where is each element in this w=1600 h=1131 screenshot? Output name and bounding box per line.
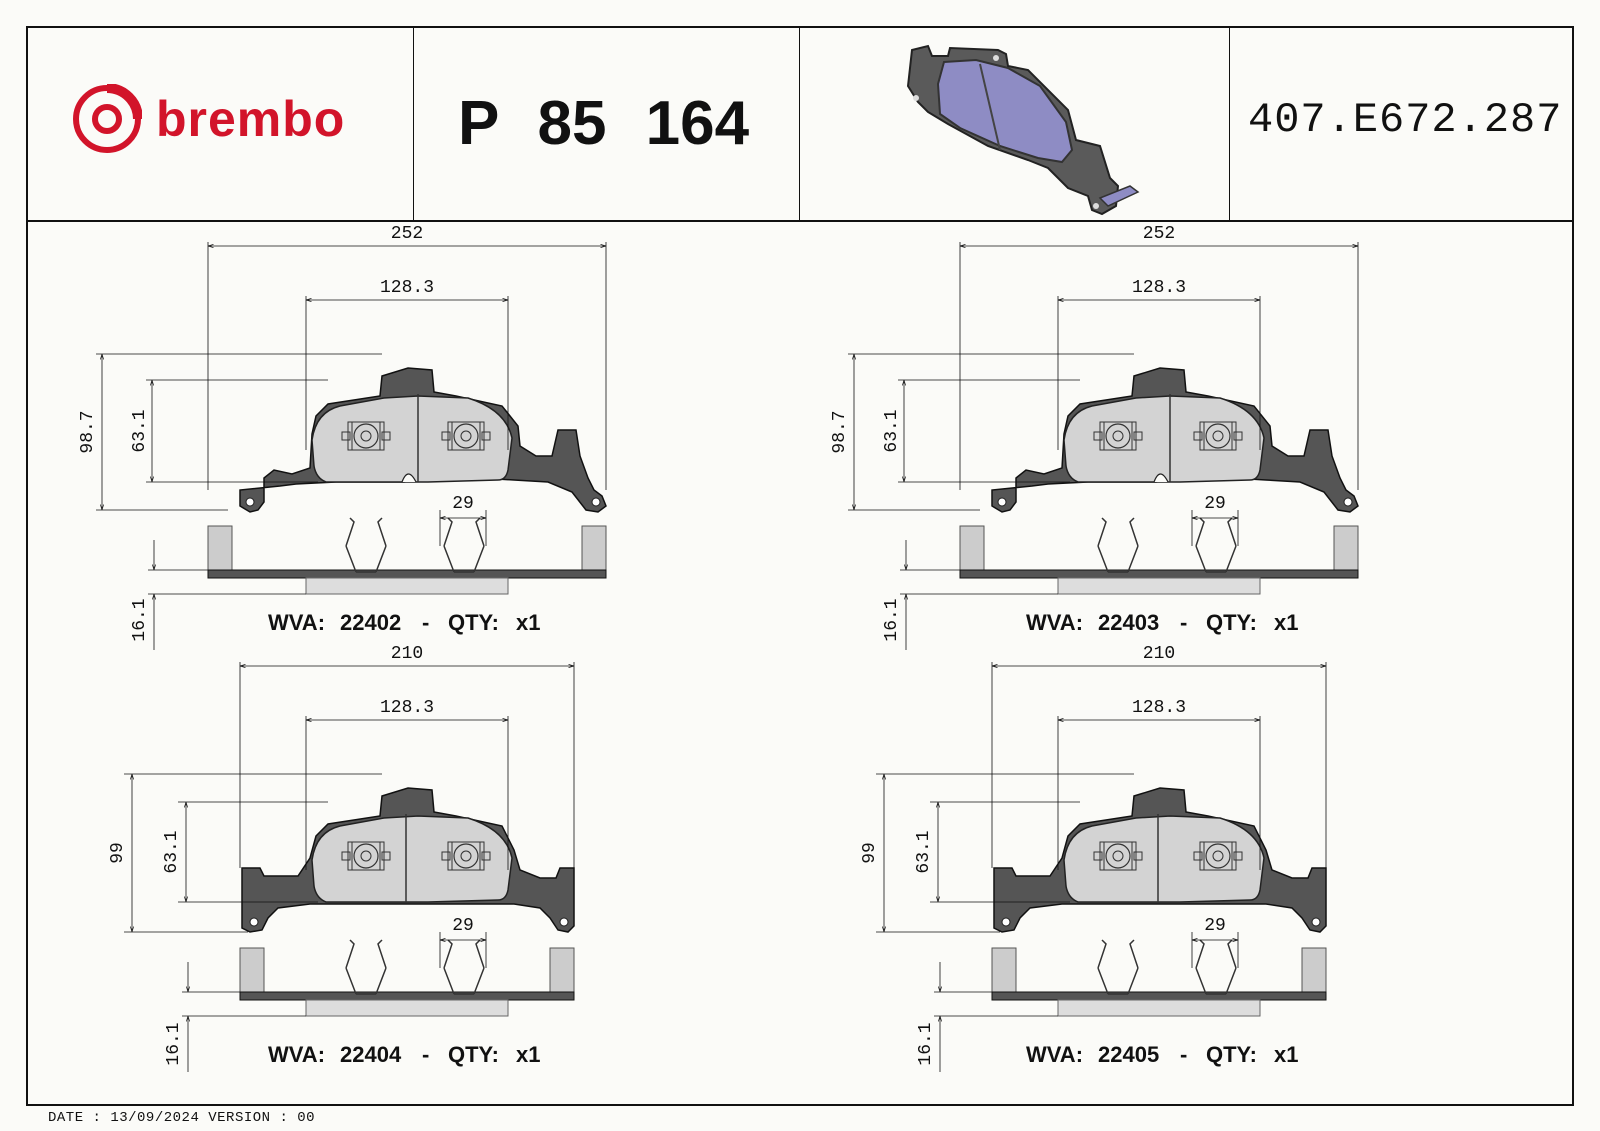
qty-value-1: x1 xyxy=(516,610,540,635)
brand-name: brembo xyxy=(156,91,346,147)
qty-label-3: QTY: xyxy=(448,1042,499,1067)
qty-value-3: x1 xyxy=(516,1042,540,1067)
render-cell xyxy=(800,28,1230,220)
pad-drawing-1: 252 128.3 98.7 63.1 29 xyxy=(78,224,607,650)
dim-padheight-4: 63.1 xyxy=(914,830,934,873)
wva-line-3: WVA: 22404 - QTY: x1 xyxy=(268,1042,540,1067)
pad-drawing-3: 210 128.3 99 63.1 29 xyxy=(108,644,575,1072)
part-number-cell: P 85 164 xyxy=(414,28,800,220)
wva-number-3: 22404 xyxy=(340,1042,402,1067)
title-block: brembo P 85 164 407.E672.287 xyxy=(28,28,1572,222)
dim-thickness-3: 16.1 xyxy=(164,1022,184,1065)
wva-number-4: 22405 xyxy=(1098,1042,1159,1067)
dim-height-2: 98.7 xyxy=(830,410,850,453)
wva-label-3: WVA: xyxy=(268,1042,325,1067)
brand-logo: brembo xyxy=(72,84,345,154)
date-label: DATE : xyxy=(48,1110,102,1126)
drawing-frame: brembo P 85 164 407.E672.287 xyxy=(26,26,1574,1106)
dim-clip-3: 29 xyxy=(452,916,474,936)
wva-number-2: 22403 xyxy=(1098,610,1159,635)
dim-center-2: 128.3 xyxy=(1132,278,1186,298)
dim-width-2: 252 xyxy=(1143,224,1175,244)
reference-cell: 407.E672.287 xyxy=(1230,28,1572,220)
qty-label-1: QTY: xyxy=(448,610,499,635)
dim-thickness-1: 16.1 xyxy=(130,598,150,641)
date-value: 13/09/2024 xyxy=(110,1110,200,1126)
version-value: 00 xyxy=(297,1110,316,1126)
qty-value-4: x1 xyxy=(1274,1042,1298,1067)
dim-clip-4: 29 xyxy=(1204,916,1226,936)
qty-label-4: QTY: xyxy=(1206,1042,1257,1067)
qty-value-2: x1 xyxy=(1274,610,1298,635)
dim-width-4: 210 xyxy=(1143,644,1175,664)
dim-padheight-3: 63.1 xyxy=(162,830,182,873)
dim-center-4: 128.3 xyxy=(1132,698,1186,718)
wva-label-2: WVA: xyxy=(1026,610,1083,635)
dim-center-1: 128.3 xyxy=(380,278,434,298)
pad-drawing-2: 252 128.3 98.7 63.1 29 xyxy=(830,224,1359,650)
dim-height-1: 98.7 xyxy=(78,410,98,453)
wva-line-2: WVA: 22403 - QTY: x1 xyxy=(1026,610,1298,635)
footer-date-line: DATE : 13/09/2024 VERSION : 00 xyxy=(48,1110,315,1126)
wva-label-1: WVA: xyxy=(268,610,325,635)
dim-padheight-1: 63.1 xyxy=(130,409,150,452)
dim-clip-2: 29 xyxy=(1204,494,1226,514)
brake-pad-render xyxy=(906,44,1140,216)
dim-width-1: 252 xyxy=(391,224,423,244)
qty-label-2: QTY: xyxy=(1206,610,1257,635)
wva-line-4: WVA: 22405 - QTY: x1 xyxy=(1026,1042,1298,1067)
version-label: VERSION : xyxy=(208,1110,289,1126)
brembo-disc-icon xyxy=(73,84,142,153)
dim-width-3: 210 xyxy=(391,644,423,664)
dim-thickness-4: 16.1 xyxy=(916,1022,936,1065)
wva-number-1: 22402 xyxy=(340,610,401,635)
reference-number: 407.E672.287 xyxy=(1248,96,1563,144)
dim-height-3: 99 xyxy=(108,842,128,864)
technical-drawing: 252 128.3 98.7 63.1 29 xyxy=(78,224,1359,1072)
dim-thickness-2: 16.1 xyxy=(882,598,902,641)
dim-height-4: 99 xyxy=(860,842,880,864)
dim-center-3: 128.3 xyxy=(380,698,434,718)
dim-padheight-2: 63.1 xyxy=(882,409,902,452)
pad-drawing-4: 210 128.3 99 63.1 29 xyxy=(860,644,1327,1072)
wva-label-4: WVA: xyxy=(1026,1042,1083,1067)
part-number: P 85 164 xyxy=(458,89,750,158)
brand-cell: brembo xyxy=(28,28,414,220)
dim-clip-1: 29 xyxy=(452,494,474,514)
wva-line-1: WVA: 22402 - QTY: x1 xyxy=(268,610,540,635)
